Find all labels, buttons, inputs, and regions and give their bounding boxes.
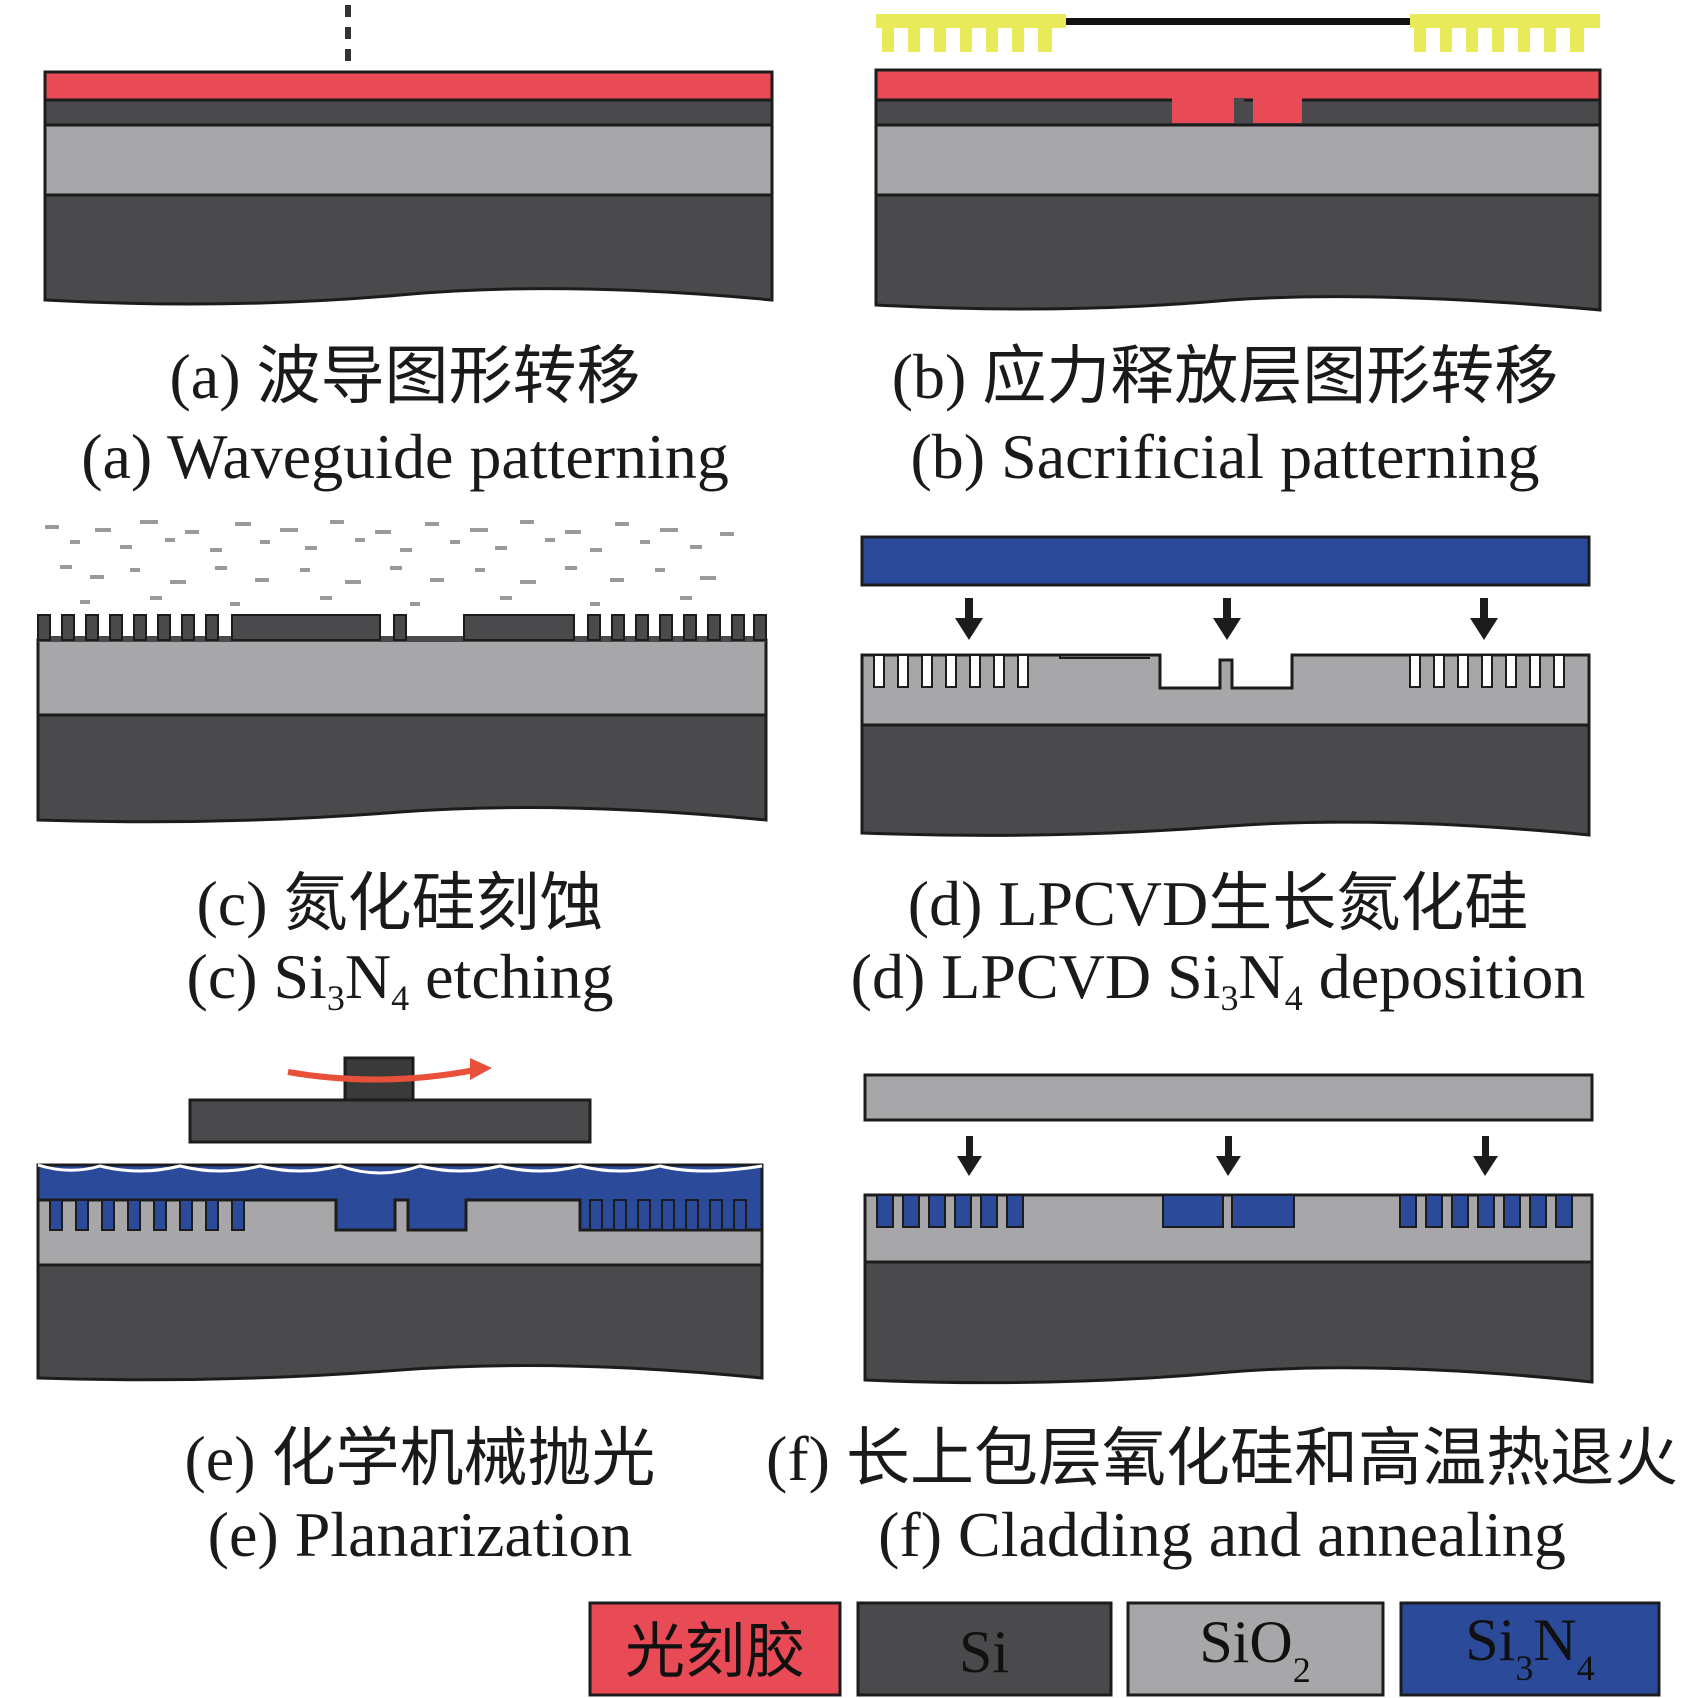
mask-right [1410,14,1600,28]
caption-d-cn: (d) LPCVD生长氮化硅 [908,868,1528,939]
waveguide-core [1234,98,1244,123]
panel-d [860,535,1591,837]
si-substrate [860,723,1591,837]
si-substrate [874,193,1602,312]
legend-sio2-swatch [1126,1601,1385,1697]
rotation-arrow [287,1067,476,1083]
si3n4-grating-right [587,614,767,641]
legend-si3n4-b: N [1533,1607,1576,1673]
panel-b [874,14,1602,312]
photoresist-layer [874,68,1602,102]
caption-c-en-sub1: 3 [327,978,345,1018]
caption-a-cn: (a) 波导图形转移 [169,341,640,412]
waveguide-core [393,614,407,641]
legend-si3n4-sub1: 3 [1515,1648,1533,1688]
etch-particles [45,520,734,606]
waveguide-right [1231,1194,1295,1228]
caption-b-cn: (b) 应力释放层图形转移 [892,341,1559,412]
si3n4-grating-left [37,614,219,641]
legend-si3n4-swatch [1399,1601,1661,1697]
sacrificial-block-right [463,614,575,641]
panel-a [43,5,774,306]
sio2-grating-left [873,654,1029,688]
si3n4-grating-left [49,1199,245,1231]
legend: 光刻胶 Si SiO2 Si3N4 [588,1601,1661,1697]
si3n4-wavy-top [37,1163,763,1175]
sacrificial-block-left [231,614,381,641]
caption-d-en-post: deposition [1303,941,1586,1012]
waveguide-left [1162,1194,1224,1228]
caption-e-cn: (e) 化学机械抛光 [184,1423,655,1494]
si-substrate [36,713,768,824]
si3n4-overlayer [36,1163,764,1232]
caption-c-en-pre: (c) Si [187,941,327,1012]
si3n4-layer [43,98,774,127]
sio2-layer [36,638,768,717]
panel-c [36,520,768,824]
legend-sio2-sub: 2 [1293,1650,1311,1690]
caption-a-en: (a) Waveguide patterning [81,421,729,492]
si3n4-source-bar [860,535,1591,587]
legend-si3n4-a: Si [1465,1607,1515,1673]
polishing-pad [188,1098,592,1144]
legend-sio2-main: SiO [1199,1609,1292,1675]
caption-d-en: (d) LPCVD Si3N4 deposition [851,941,1586,1018]
sio2-layer [860,653,1591,727]
rotation-arrowhead [470,1058,492,1080]
caption-c-en-post: etching [409,941,613,1012]
caption-e-en: (e) Planarization [208,1499,633,1570]
sio2-grating-right [1409,654,1565,688]
legend-photoresist-label: 光刻胶 [625,1619,805,1685]
caption-f-cn: (f) 长上包层氧化硅和高温热退火 [766,1423,1678,1494]
caption-b-en: (b) Sacrificial patterning [910,421,1539,492]
legend-si-label: Si [959,1619,1009,1685]
legend-photoresist-swatch [588,1601,842,1697]
cladding-arrows [957,1136,1498,1176]
deposition-arrows [955,598,1498,640]
caption-c-en: (c) Si3N4 etching [187,941,614,1018]
legend-si3n4-label: Si3N4 [1465,1607,1594,1688]
sio2-edges [1059,655,1150,659]
mask-left [876,14,1066,28]
legend-si3n4-sub2: 4 [1577,1648,1595,1688]
si-substrate [863,1260,1594,1385]
si3n4-grating-right [1399,1194,1573,1228]
si3n4-grating-left [876,1194,1024,1228]
mask-bar [876,18,1600,25]
caption-f-en: (f) Cladding and annealing [878,1499,1566,1570]
sio2-cladding-source-bar [863,1073,1594,1122]
photoresist-layer [43,70,774,102]
caption-d-en-sub2: 4 [1285,978,1303,1018]
caption-d-en-mid: N [1238,941,1284,1012]
legend-sio2-label: SiO2 [1199,1609,1310,1690]
caption-c-en-mid: N [345,941,391,1012]
si-substrate [36,1263,764,1382]
sio2-layer [874,123,1602,197]
caption-c-cn: (c) 氮化硅刻蚀 [196,868,603,939]
caption-d-en-pre: (d) LPCVD Si [851,941,1221,1012]
caption-d-en-sub1: 3 [1220,978,1238,1018]
si3n4-grating-right [589,1199,747,1231]
mask-teeth-left [882,28,1052,52]
caption-c-en-sub2: 4 [391,978,409,1018]
mask-teeth-right [1414,28,1584,52]
panel-e [36,1056,764,1382]
sio2-layer [43,123,774,197]
panel-f [863,1073,1594,1385]
si-substrate [43,193,774,306]
legend-si-swatch [856,1601,1113,1697]
